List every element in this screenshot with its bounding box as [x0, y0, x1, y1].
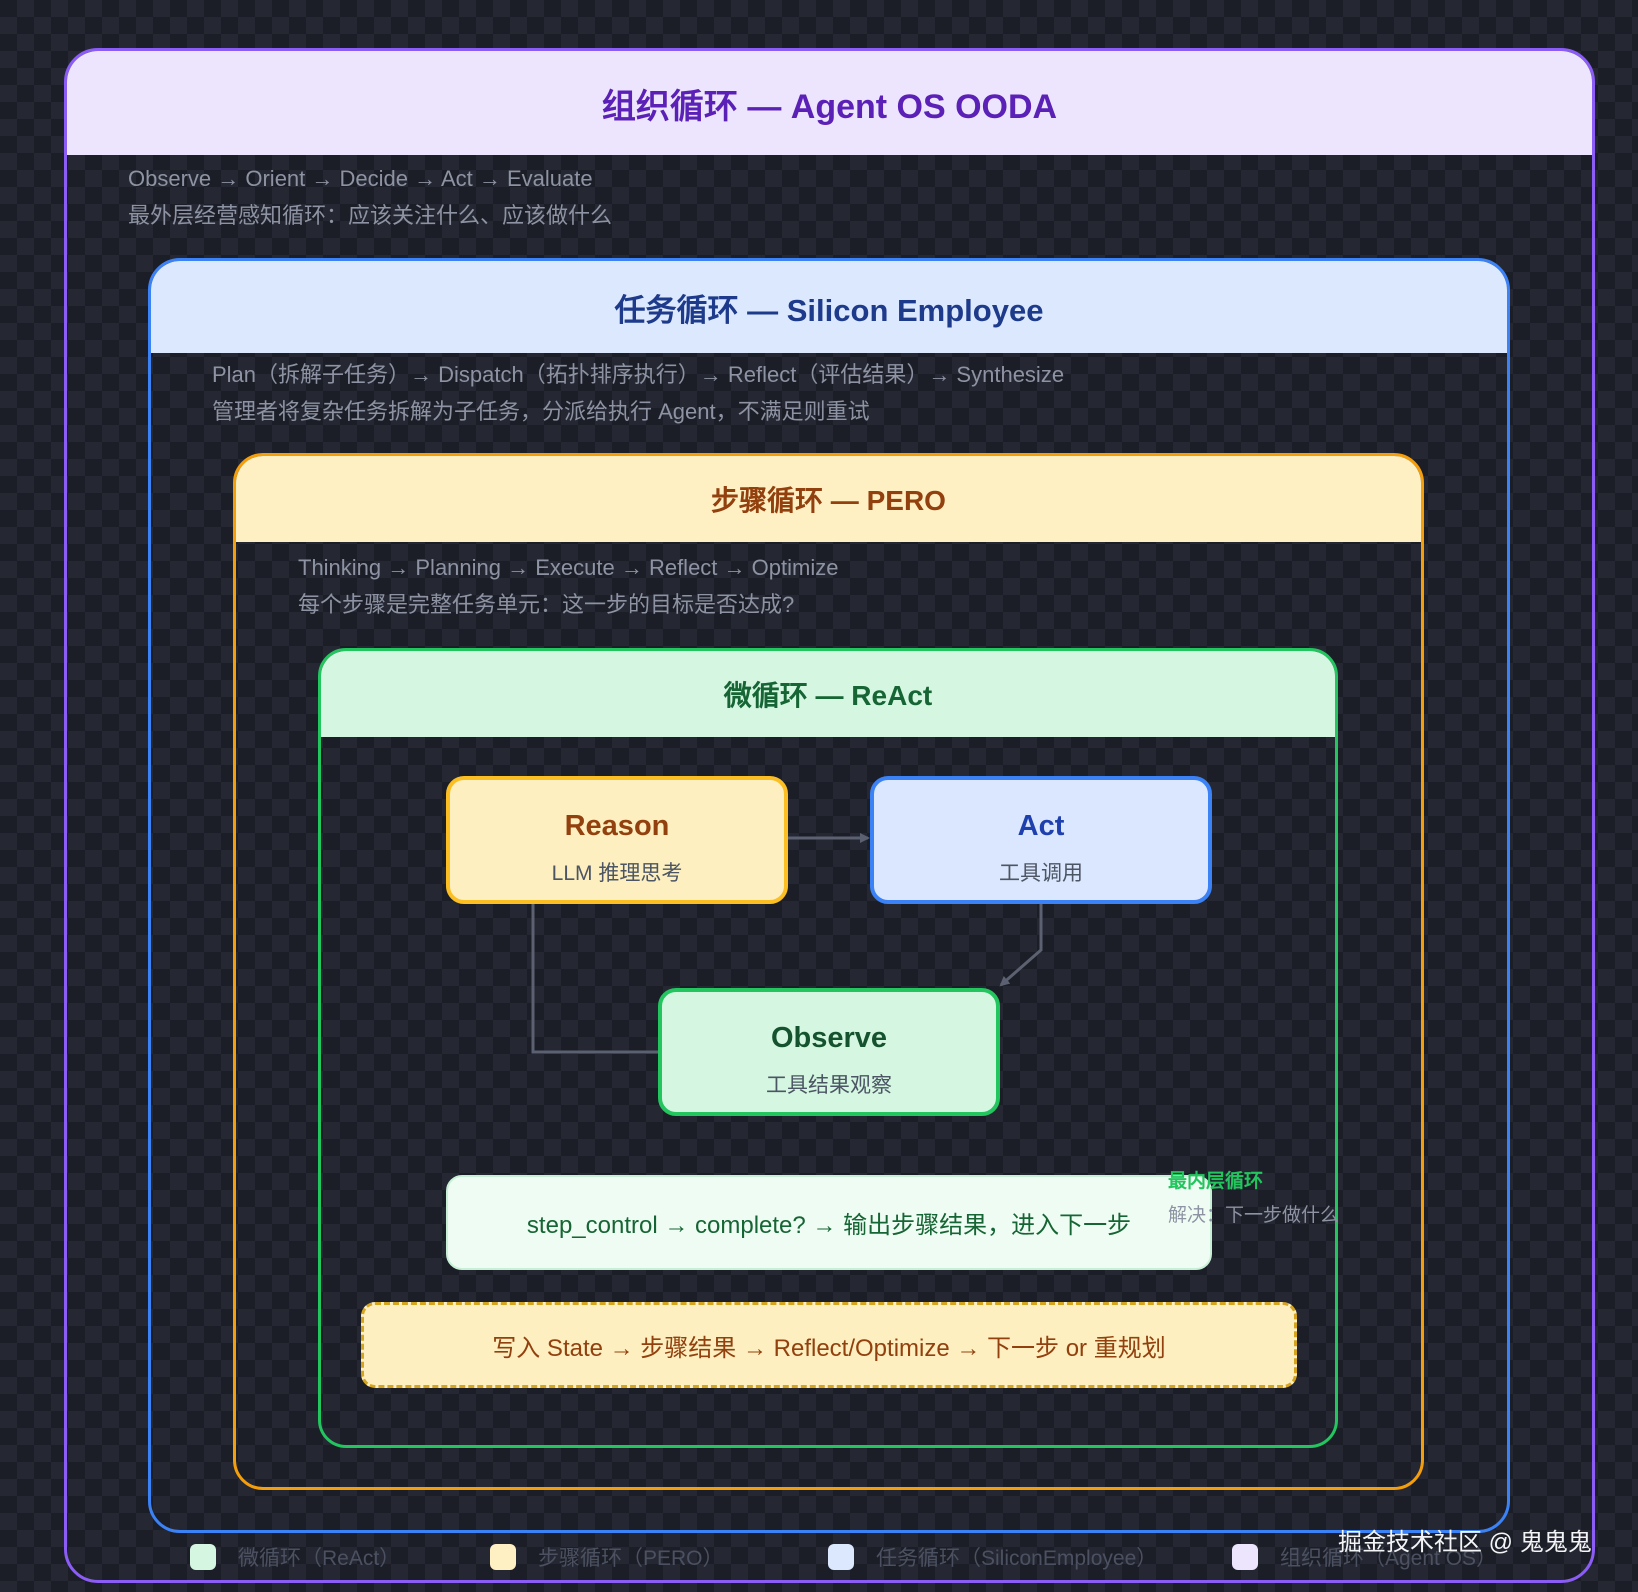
- legend-label-agent-os: 组织循环（Agent OS）: [1280, 1547, 1498, 1570]
- legend-item-react: 微循环（ReAct）: [190, 1542, 400, 1572]
- org-loop-title: 组织循环 — Agent OS OODA: [67, 51, 1592, 155]
- org-loop-desc: 最外层经营感知循环：应该关注什么、应该做什么: [128, 203, 613, 228]
- step-control-box: step_control → complete? → 输出步骤结果，进入下一步: [446, 1175, 1212, 1270]
- legend-swatch-silicon-employee: [828, 1544, 854, 1570]
- legend-item-agent-os: 组织循环（Agent OS）: [1232, 1542, 1497, 1572]
- task-loop-frame: 任务循环 — Silicon Employee: [148, 258, 1510, 1533]
- legend-swatch-react: [190, 1544, 216, 1570]
- legend-item-silicon-employee: 任务循环（SiliconEmployee）: [828, 1542, 1157, 1572]
- inner-loop-note: 最内层循环 解决：下一步做什么: [1168, 1165, 1339, 1233]
- reason-node-title: Reason: [564, 810, 670, 842]
- act-to-observe-arrow: [999, 904, 1043, 987]
- inner-loop-note-desc: 解决：下一步做什么: [1168, 1205, 1340, 1226]
- step-loop-desc: 每个步骤是完整任务单元：这一步的目标是否达成?: [298, 592, 795, 617]
- legend-label-react: 微循环（ReAct）: [238, 1547, 401, 1570]
- legend-label-pero: 步骤循环（PERO）: [538, 1547, 724, 1570]
- legend-swatch-pero: [490, 1544, 516, 1570]
- legend-label-silicon-employee: 任务循环（SiliconEmployee）: [876, 1547, 1158, 1570]
- task-loop-flow: Plan（拆解子任务）→ Dispatch（拓扑排序执行）→ Reflect（评…: [212, 362, 1065, 387]
- step-loop-title: 步骤循环 — PERO: [236, 456, 1421, 542]
- write-state-box: 写入 State → 步骤结果 → Reflect/Optimize → 下一步…: [361, 1302, 1297, 1388]
- act-node: Act 工具调用: [870, 776, 1212, 904]
- micro-loop-title: 微循环 — ReAct: [321, 651, 1335, 737]
- observe-node: Observe 工具结果观察: [658, 988, 1000, 1116]
- legend-swatch-agent-os: [1232, 1544, 1258, 1570]
- micro-loop-frame: 微循环 — ReAct: [318, 648, 1338, 1448]
- legend-item-pero: 步骤循环（PERO）: [490, 1542, 724, 1572]
- step-loop-flow: Thinking → Planning → Execute → Reflect …: [298, 555, 839, 580]
- task-loop-desc: 管理者将复杂任务拆解为子任务，分派给执行 Agent，不满足则重试: [212, 399, 870, 424]
- org-loop-frame: 组织循环 — Agent OS OODA: [64, 48, 1595, 1583]
- act-node-title: Act: [1017, 810, 1065, 842]
- reason-node: Reason LLM 推理思考: [446, 776, 788, 904]
- reason-node-desc: LLM 推理思考: [551, 862, 683, 885]
- observe-node-title: Observe: [770, 1022, 888, 1054]
- act-node-desc: 工具调用: [999, 862, 1083, 885]
- observe-node-desc: 工具结果观察: [766, 1074, 892, 1097]
- step-loop-frame: 步骤循环 — PERO: [233, 453, 1424, 1490]
- task-loop-title: 任务循环 — Silicon Employee: [151, 261, 1507, 353]
- inner-loop-note-title: 最内层循环: [1168, 1171, 1264, 1192]
- legend: 微循环（ReAct） 步骤循环（PERO） 任务循环（SiliconEmploy…: [190, 1542, 1590, 1582]
- watermark: 掘金技术社区 @ 鬼鬼鬼: [1338, 1529, 1592, 1556]
- org-loop-flow: Observe → Orient → Decide → Act → Evalua…: [128, 166, 593, 191]
